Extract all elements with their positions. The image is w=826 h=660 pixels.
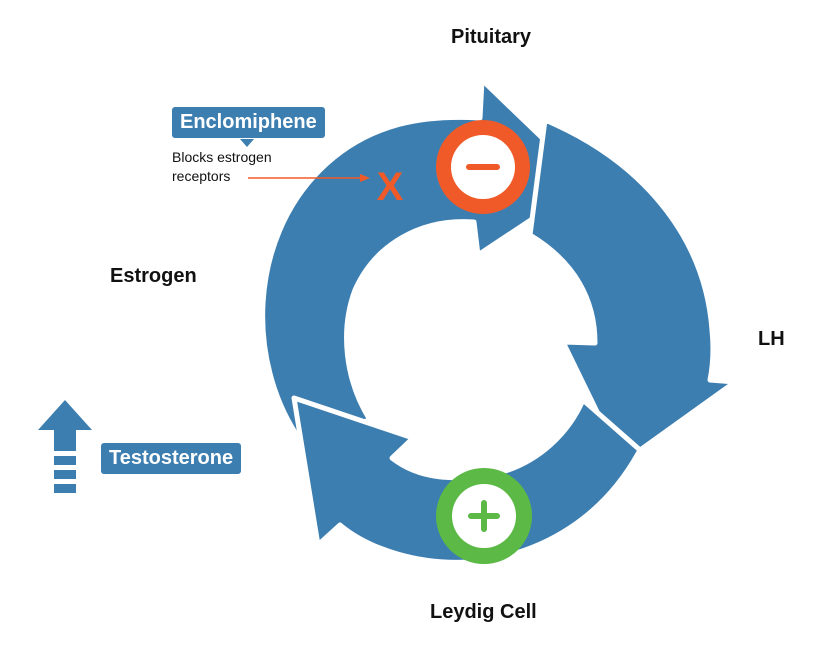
note-line-1: Blocks estrogen	[172, 149, 272, 165]
note-line-2: receptors	[172, 168, 231, 184]
leydig-cell-label: Leydig Cell	[430, 601, 537, 623]
lh-label: LH	[758, 328, 785, 350]
block-x-mark: X	[377, 165, 404, 209]
estrogen-label: Estrogen	[110, 265, 197, 287]
inhibition-badge	[436, 120, 530, 214]
enclomiphene-tag-pointer	[240, 139, 254, 147]
testosterone-tag: Testosterone	[101, 443, 242, 474]
block-marker: X	[248, 165, 404, 209]
stimulation-badge	[436, 468, 532, 564]
minus-icon	[466, 164, 500, 170]
up-arrow-icon	[38, 400, 92, 493]
plus-icon	[468, 500, 500, 532]
pituitary-label: Pituitary	[451, 26, 532, 48]
enclomiphene-note: Blocks estrogen receptors	[172, 148, 272, 186]
cycle-arrow-right	[527, 117, 738, 466]
enclomiphene-tag: Enclomiphene	[172, 107, 325, 138]
